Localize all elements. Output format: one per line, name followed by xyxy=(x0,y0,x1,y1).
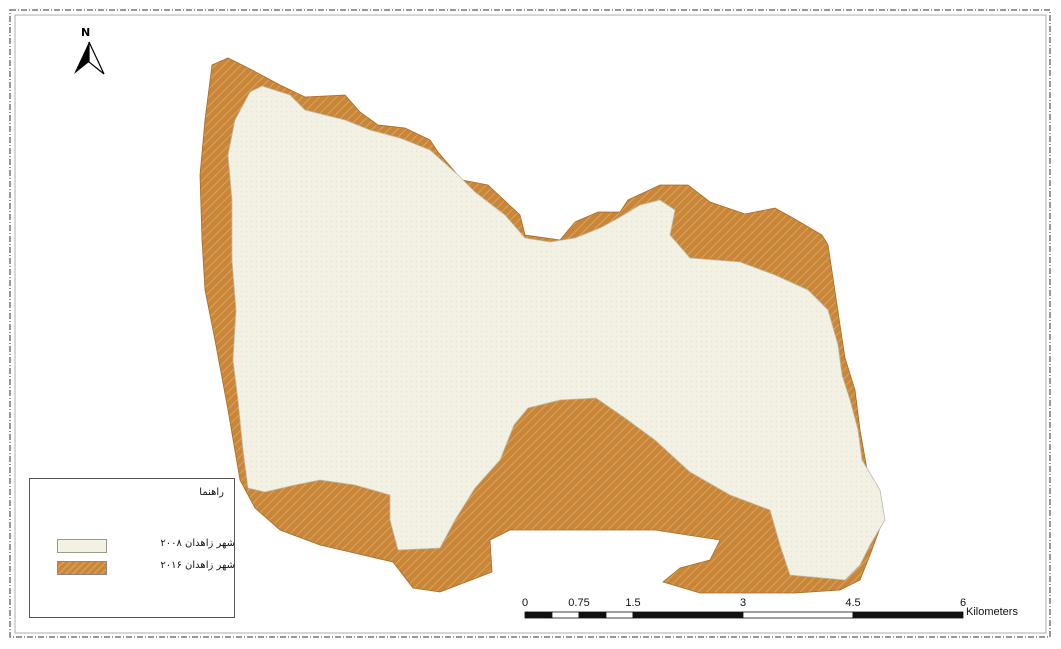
scale-segment xyxy=(551,611,580,619)
city-2008-extent xyxy=(227,85,886,581)
scale-tick-label: 1.5 xyxy=(625,597,641,609)
scale-segment xyxy=(578,611,607,619)
scale-segment xyxy=(742,611,854,619)
legend-item-2016: شهر زاهدان ۲۰۱۶ xyxy=(57,559,235,577)
map-frame-inner xyxy=(14,14,1047,634)
legend-swatch-2016 xyxy=(57,561,107,575)
legend-item-2008: شهر زاهدان ۲۰۰۸ xyxy=(57,537,235,555)
north-arrow-icon xyxy=(74,41,105,75)
legend-title: راهنما xyxy=(199,487,224,498)
legend-label-2008: شهر زاهدان ۲۰۰۸ xyxy=(160,538,235,549)
scale-segment xyxy=(605,611,634,619)
scale-tick-label: 0.75 xyxy=(568,597,590,609)
scale-unit-label: Kilometers xyxy=(966,606,1018,618)
scale-tick-label: 4.5 xyxy=(845,597,861,609)
scale-bar xyxy=(524,611,964,619)
north-arrow-label: N xyxy=(81,26,91,39)
map-frame-outer xyxy=(9,9,1051,638)
scale-tick-label: 3 xyxy=(739,597,747,609)
legend-label-2016: شهر زاهدان ۲۰۱۶ xyxy=(160,560,235,571)
scale-tick-label: 6 xyxy=(959,597,967,609)
scale-tick-label: 0 xyxy=(521,597,529,609)
scale-segment xyxy=(524,611,553,619)
scale-segment xyxy=(632,611,744,619)
map-legend: راهنما شهر زاهدان ۲۰۰۸ شهر زاهدان ۲۰۱۶ xyxy=(29,478,235,618)
scale-segment xyxy=(852,611,964,619)
legend-swatch-2008 xyxy=(57,539,107,553)
